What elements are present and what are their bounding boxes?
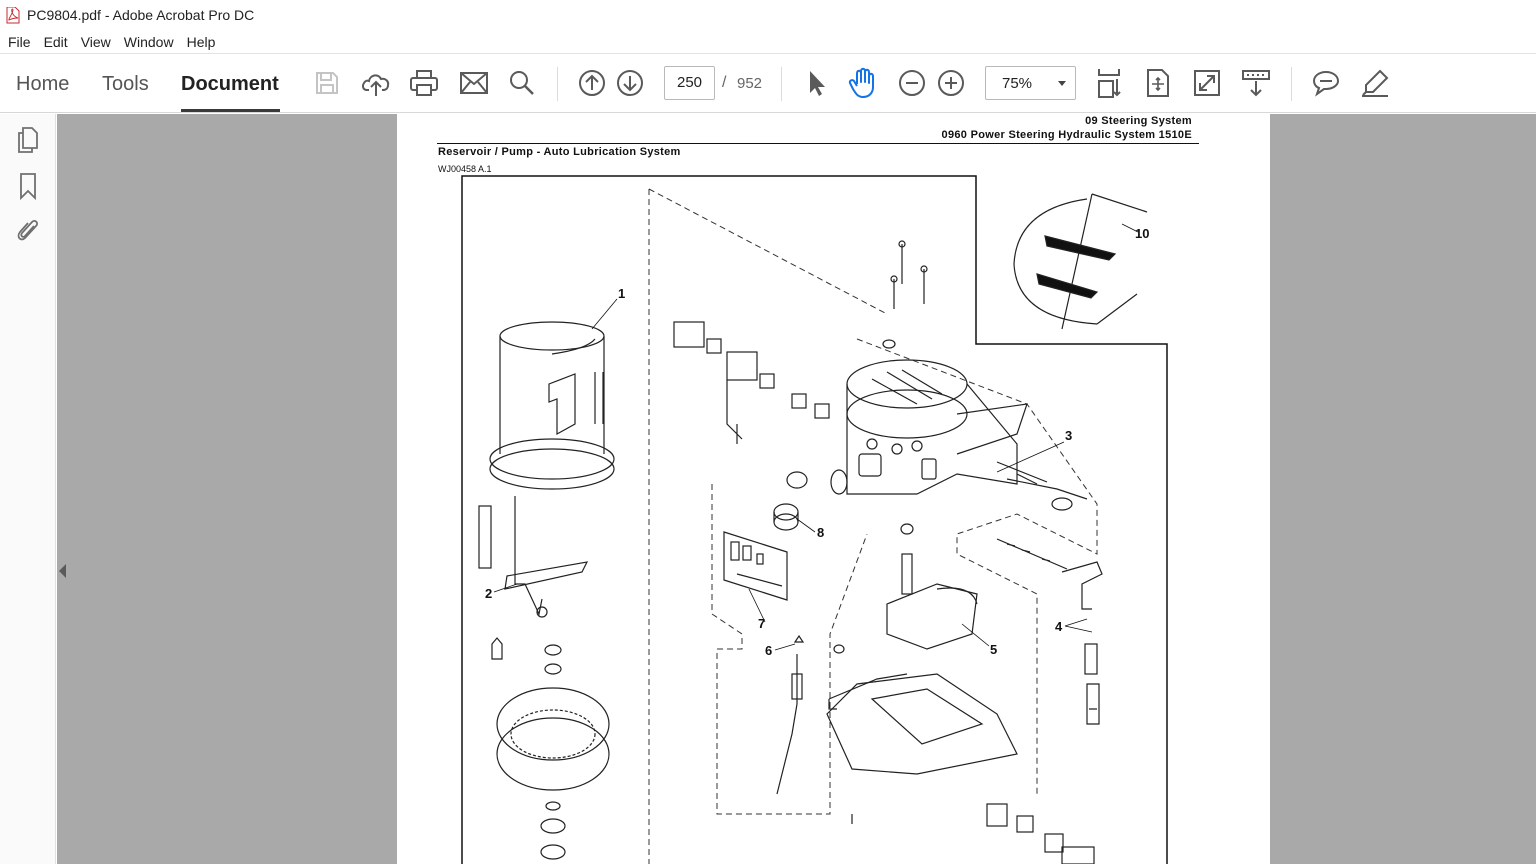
window-title: PC9804.pdf - Adobe Acrobat Pro DC <box>27 7 255 23</box>
pages-icon[interactable] <box>14 126 42 154</box>
doc-header-chapter: 09 Steering System <box>1085 115 1192 127</box>
part-follower <box>491 637 610 860</box>
part-reservoir <box>489 321 615 490</box>
callout-5: 5 <box>990 642 997 657</box>
part-sensor <box>776 634 908 795</box>
tab-tools[interactable]: Tools <box>102 73 149 95</box>
menu-file[interactable]: File <box>8 33 31 50</box>
callout-6: 6 <box>765 643 772 658</box>
callout-7: 7 <box>758 616 765 631</box>
page-down-icon[interactable] <box>614 67 646 99</box>
menu-view[interactable]: View <box>80 33 111 50</box>
chevron-down-icon <box>1058 81 1066 86</box>
part-fittings <box>996 538 1103 725</box>
save-icon[interactable] <box>311 67 343 99</box>
zoom-in-icon[interactable] <box>935 67 967 99</box>
zoom-dropdown[interactable]: 75% <box>985 66 1076 100</box>
full-screen-icon[interactable] <box>1191 67 1223 99</box>
comment-icon[interactable] <box>1310 67 1342 99</box>
scrolling-mode-icon[interactable] <box>1093 67 1125 99</box>
callout-3: 3 <box>1065 428 1072 443</box>
select-arrow-icon[interactable] <box>800 67 832 99</box>
toolbar-separator <box>557 67 558 101</box>
zoom-value: 75% <box>1002 75 1033 92</box>
part-inset-lubricator <box>1013 193 1148 330</box>
toolbar: Home Tools Document 250 / 952 75% <box>0 55 1536 113</box>
hand-icon[interactable] <box>847 67 879 99</box>
page-number-input[interactable]: 250 <box>664 66 715 100</box>
tab-document[interactable]: Document <box>181 73 279 95</box>
upload-icon[interactable] <box>360 67 392 99</box>
pdf-page: 09 Steering System 0960 Power Steering H… <box>397 114 1270 864</box>
wiring-outline <box>711 484 868 815</box>
figure-frame <box>461 175 1168 864</box>
menu-bar: File Edit View Window Help <box>0 30 1536 54</box>
part-plug <box>773 469 848 531</box>
callout-2: 2 <box>485 586 492 601</box>
navigation-pane <box>0 114 56 864</box>
search-icon[interactable] <box>506 67 538 99</box>
active-tab-indicator <box>181 109 280 112</box>
collapse-panel-arrow-icon[interactable] <box>59 564 66 578</box>
fit-page-icon[interactable] <box>1142 67 1174 99</box>
callout-leaders <box>493 223 1139 651</box>
part-paddle <box>478 496 589 618</box>
toolbar-separator <box>781 67 782 101</box>
menu-edit[interactable]: Edit <box>43 33 68 50</box>
bookmark-icon[interactable] <box>14 172 42 200</box>
part-pump-housing <box>846 359 1088 511</box>
part-connectors <box>673 240 1095 864</box>
page-total: 952 <box>737 75 763 92</box>
toolbar-separator <box>1291 67 1292 101</box>
attachment-icon[interactable] <box>14 216 42 244</box>
callout-1: 1 <box>618 286 625 301</box>
callout-8: 8 <box>817 525 824 540</box>
parts-diagram: 1 2 3 4 5 6 7 8 10 <box>461 175 1168 864</box>
highlight-icon[interactable] <box>1359 67 1391 99</box>
part-pump-motor <box>826 523 1018 775</box>
pdf-file-icon <box>6 6 20 23</box>
part-circuit-board <box>723 531 788 601</box>
doc-header-section: 0960 Power Steering Hydraulic System 151… <box>941 129 1192 141</box>
figure-id: WJ00458 A.1 <box>438 164 492 174</box>
assembly-outline <box>648 188 1098 864</box>
page-up-icon[interactable] <box>576 67 608 99</box>
zoom-out-icon[interactable] <box>896 67 928 99</box>
callout-10: 10 <box>1135 226 1149 241</box>
section-title: Reservoir / Pump - Auto Lubrication Syst… <box>438 146 681 158</box>
tab-home[interactable]: Home <box>16 73 70 95</box>
title-bar: PC9804.pdf - Adobe Acrobat Pro DC <box>0 0 1536 30</box>
read-mode-icon[interactable] <box>1240 67 1272 99</box>
email-icon[interactable] <box>458 67 490 99</box>
header-rule <box>437 143 1199 144</box>
menu-help[interactable]: Help <box>186 33 216 50</box>
menu-window[interactable]: Window <box>123 33 174 50</box>
print-icon[interactable] <box>408 67 440 99</box>
callout-4: 4 <box>1055 619 1063 634</box>
page-separator: / <box>722 74 727 91</box>
